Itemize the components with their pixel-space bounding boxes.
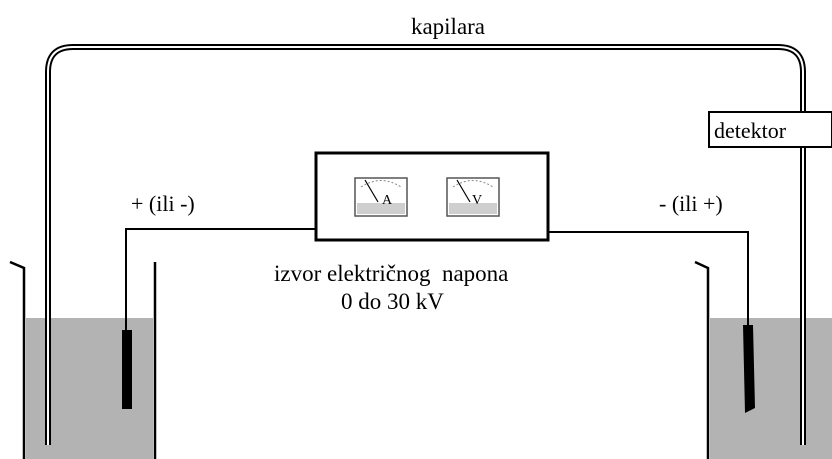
capillary-label: kapilara xyxy=(411,14,485,39)
left-wire xyxy=(125,228,316,330)
right-polarity-label: - (ili +) xyxy=(659,191,723,216)
detector-box xyxy=(708,111,832,148)
left-beaker-outline xyxy=(9,260,157,459)
left-polarity-label: + (ili -) xyxy=(131,191,195,216)
left-beaker xyxy=(9,260,157,459)
power-supply-box xyxy=(314,151,550,242)
right-beaker-solution xyxy=(710,318,832,459)
ammeter-icon: A xyxy=(354,177,408,217)
capillary-tube xyxy=(45,44,806,445)
capillary-tube-inner xyxy=(47,46,804,445)
right-beaker xyxy=(694,260,832,459)
voltage-range-label: 0 do 30 kV xyxy=(341,289,444,314)
right-electrode xyxy=(743,325,755,413)
right-beaker-outline xyxy=(694,260,710,459)
power-supply-label: izvor električnog napona xyxy=(274,261,508,286)
voltmeter-icon: V xyxy=(446,177,500,217)
detector-label: detektor xyxy=(714,118,787,143)
voltmeter-symbol: V xyxy=(472,193,482,208)
ammeter-symbol: A xyxy=(382,193,393,208)
left-electrode xyxy=(122,330,132,409)
right-wire xyxy=(548,231,749,325)
